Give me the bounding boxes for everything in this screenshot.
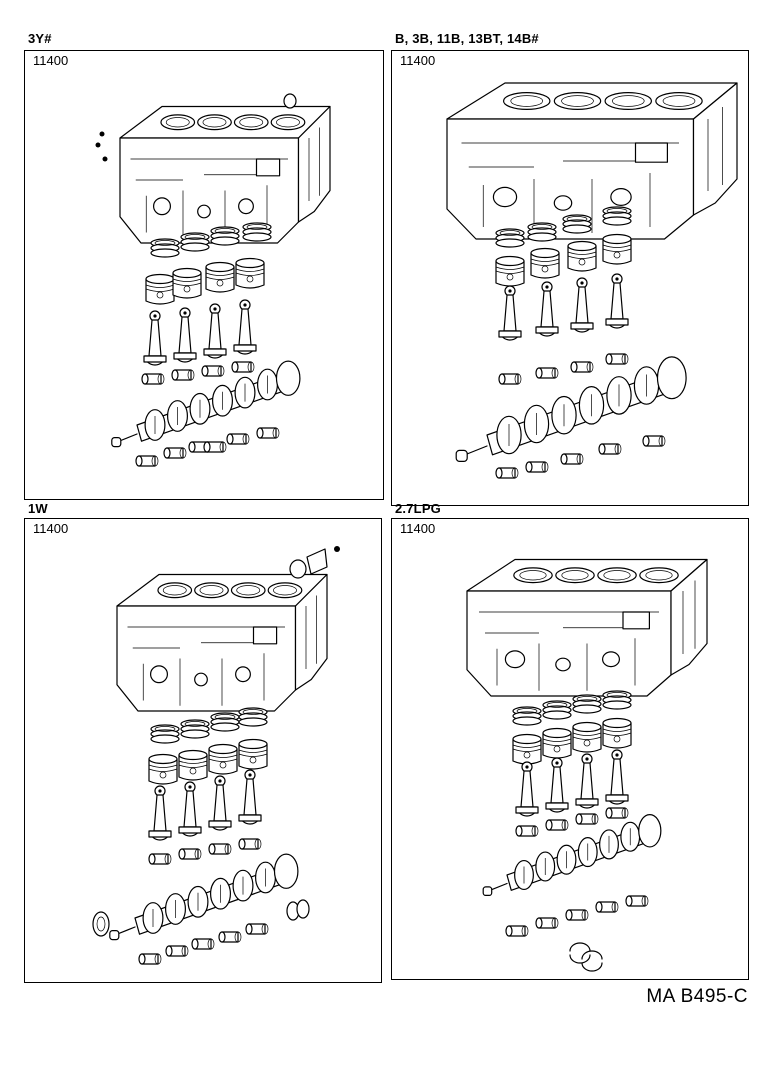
part-number: 11400 [400, 521, 436, 536]
rod-bearings [141, 361, 255, 385]
diagram-id: MA B495-C [646, 986, 748, 1007]
thrust-washers [287, 900, 309, 920]
part-number: 11400 [33, 521, 69, 536]
variant-label-1w: 1W [28, 501, 48, 516]
engine-exploded-view-3y [95, 51, 331, 467]
panel-2-7lpg: 11400 [391, 518, 749, 980]
rod-bearings [148, 838, 262, 865]
engine-exploded-view-2-7lpg [466, 558, 708, 981]
part-number: 11400 [400, 53, 436, 68]
cylinder-block [466, 558, 708, 697]
panel-b-series: 11400 [391, 50, 749, 506]
piston-ring-sets [150, 707, 268, 744]
panel-3y: 11400 [24, 50, 384, 500]
crankshaft [482, 814, 662, 896]
main-bearings [505, 895, 649, 937]
bolts [95, 131, 108, 162]
variant-label-b-series: B, 3B, 11B, 13BT, 14B# [395, 31, 539, 46]
rear-seal-retainer [290, 546, 340, 578]
pistons [145, 257, 265, 305]
engine-exploded-view-1w [25, 546, 340, 965]
rod-bearings [498, 353, 629, 385]
variant-label-3y: 3Y# [28, 31, 52, 46]
connecting-rods [143, 299, 257, 366]
crank-pulley [93, 912, 109, 936]
cylinder-block [119, 105, 331, 244]
engine-exploded-view-b-series [446, 82, 738, 479]
part-number: 11400 [33, 53, 69, 68]
cylinder-block [446, 82, 738, 240]
panel-1w: 11400 [24, 518, 382, 983]
cylinder-block [116, 573, 328, 712]
gasket-small [284, 94, 296, 108]
variant-label-2-7lpg: 2.7LPG [395, 501, 441, 516]
thrust-washers [570, 943, 602, 971]
crankshaft [109, 853, 299, 941]
